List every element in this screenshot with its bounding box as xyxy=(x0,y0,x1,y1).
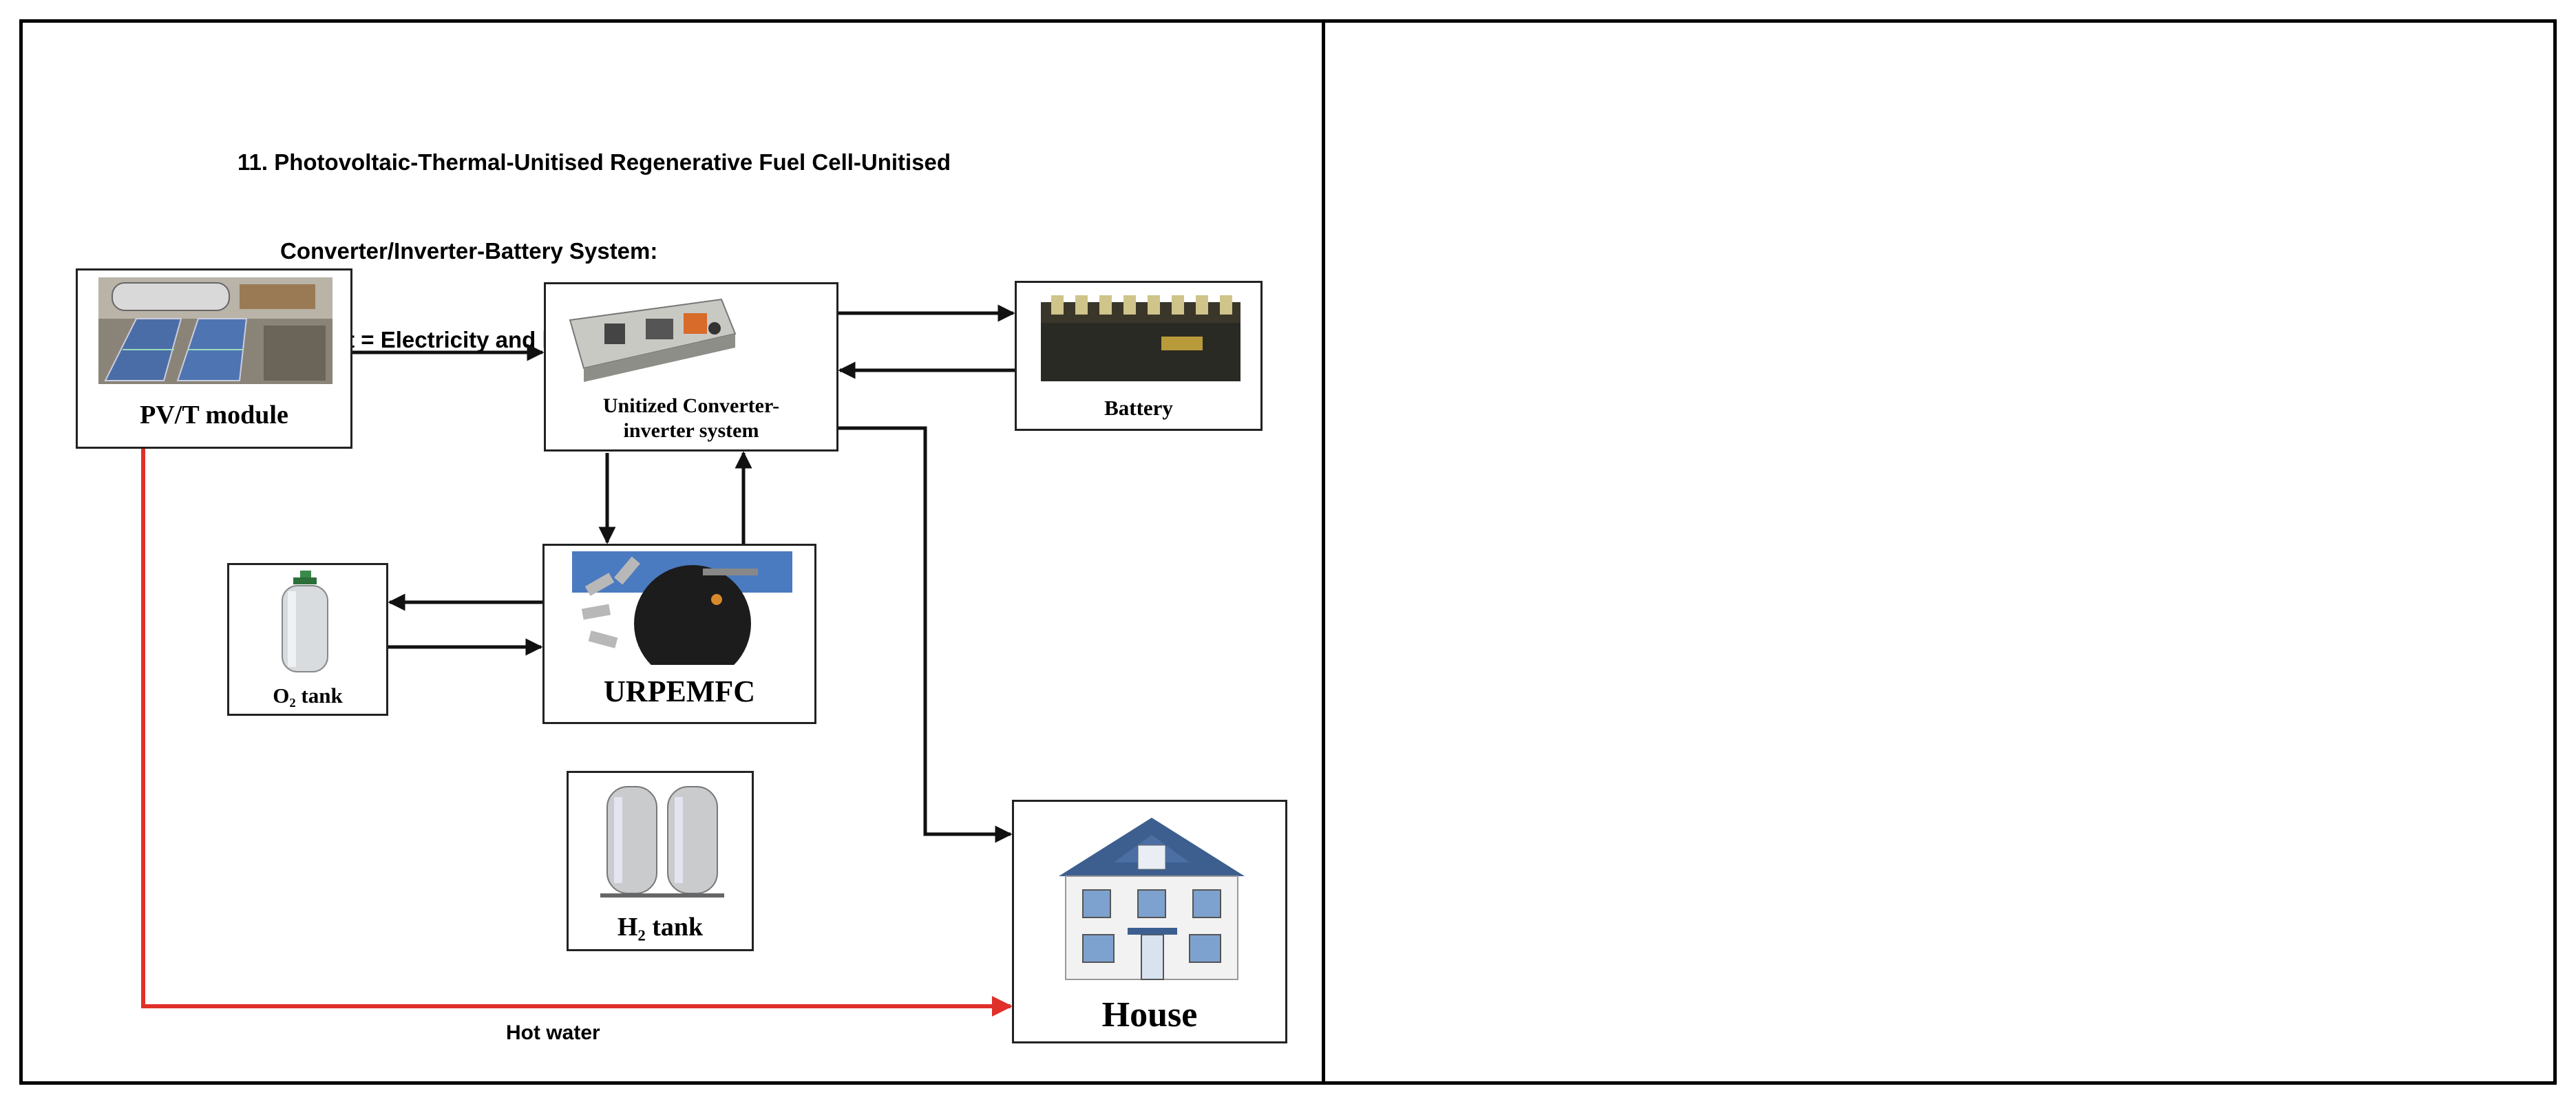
battery-icon xyxy=(1041,295,1241,381)
converter-label-line-1: Unitized Converter- xyxy=(602,394,780,417)
hot-water-label: Hot water xyxy=(506,1021,600,1044)
battery-label: Battery xyxy=(1104,396,1173,420)
battery-node: Battery xyxy=(1015,281,1263,431)
fuel-cell-stack-icon xyxy=(572,551,792,665)
converter-inverter-node: Unitized Converter- inverter system xyxy=(544,282,838,452)
hot-water-line xyxy=(141,449,1013,1017)
house-node: House xyxy=(1012,800,1287,1043)
title-line-2: Converter/Inverter-Battery System: xyxy=(280,238,658,264)
pvt-module-label: PV/T module xyxy=(140,401,288,429)
house-icon xyxy=(1059,818,1245,980)
outer-frame xyxy=(19,19,2557,1085)
arrow-converter-to-house xyxy=(838,426,1013,843)
urpemfc-label: URPEMFC xyxy=(604,675,755,708)
title-line-1: 11. Photovoltaic-Thermal-Unitised Regene… xyxy=(237,149,951,175)
hydrogen-tanks-icon xyxy=(600,786,724,898)
panel-divider xyxy=(1322,19,1325,1085)
o2-tank-label: O₂ tank xyxy=(273,683,343,708)
converter-device-icon xyxy=(569,298,737,382)
solar-panel-icon xyxy=(98,277,332,384)
urpemfc-node: URPEMFC xyxy=(542,544,816,724)
house-label: House xyxy=(1101,995,1198,1034)
h2-tank-node: H₂ tank xyxy=(567,771,754,951)
h2-tank-label: H₂ tank xyxy=(617,913,704,942)
oxygen-cylinder-icon xyxy=(282,571,328,672)
o2-tank-node: O₂ tank xyxy=(227,563,388,716)
converter-label-line-2: inverter system xyxy=(623,419,759,442)
pvt-module-node: PV/T module xyxy=(76,268,352,449)
